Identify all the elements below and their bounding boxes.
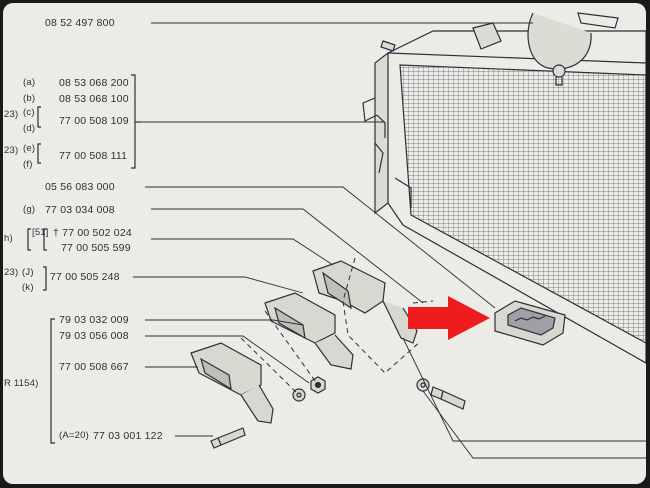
part-number-h1: † 77 00 502 024 — [53, 227, 132, 239]
part-number-h2: 77 00 505 599 — [61, 242, 131, 254]
red-arrow-highlight — [408, 296, 490, 340]
ref-ef-prefix: 23) — [4, 145, 19, 156]
part-number-g1: 05 56 083 000 — [45, 181, 115, 193]
ref-a: (a) — [23, 77, 36, 88]
grouping-braces — [27, 74, 141, 444]
ref-jk-prefix: 23) — [4, 267, 19, 278]
ref-d: (d) — [23, 123, 36, 134]
exploded-drawing — [27, 12, 646, 459]
part-number-g2: 77 03 034 008 — [45, 204, 115, 216]
part-number-n3: 77 00 508 667 — [59, 361, 129, 373]
part-number-cd: 77 00 508 109 — [59, 115, 129, 127]
part-number-top: 08 52 497 800 — [45, 17, 115, 29]
ref-e: (e) — [23, 143, 36, 154]
ref-r: R 1154) — [4, 378, 39, 389]
ref-g: (g) — [23, 204, 36, 215]
part-number-a: 08 53 068 200 — [59, 77, 129, 89]
part-number-n2: 79 03 056 008 — [59, 330, 129, 342]
ref-f: (f) — [23, 159, 33, 170]
leader-lines — [133, 22, 646, 459]
mounting-brackets-drawing — [190, 260, 418, 424]
radiator-drawing — [362, 12, 646, 364]
part-number-ef: 77 00 508 111 — [59, 150, 128, 162]
ref-a20: (A=20) — [59, 430, 89, 441]
part-number-jk: 77 00 505 248 — [50, 271, 120, 283]
radiator-grommet-drawing — [494, 300, 566, 346]
ref-b: (b) — [23, 93, 36, 104]
ref-c: (c) — [23, 107, 35, 118]
part-number-b: 08 53 068 100 — [59, 93, 129, 105]
ref-k: (k) — [22, 282, 34, 293]
parts-catalog-page: 08 52 497 800 (a) 08 53 068 200 (b) 08 5… — [3, 3, 646, 484]
ref-h-prefix: h) — [4, 233, 13, 244]
ref-h: [51] — [32, 227, 49, 238]
part-number-n1: 79 03 032 009 — [59, 314, 129, 326]
part-number-a20: 77 03 001 122 — [93, 430, 163, 442]
ref-j: (J) — [22, 267, 34, 278]
assembly-guides — [240, 257, 434, 396]
ref-cd-prefix: 23) — [4, 109, 19, 120]
